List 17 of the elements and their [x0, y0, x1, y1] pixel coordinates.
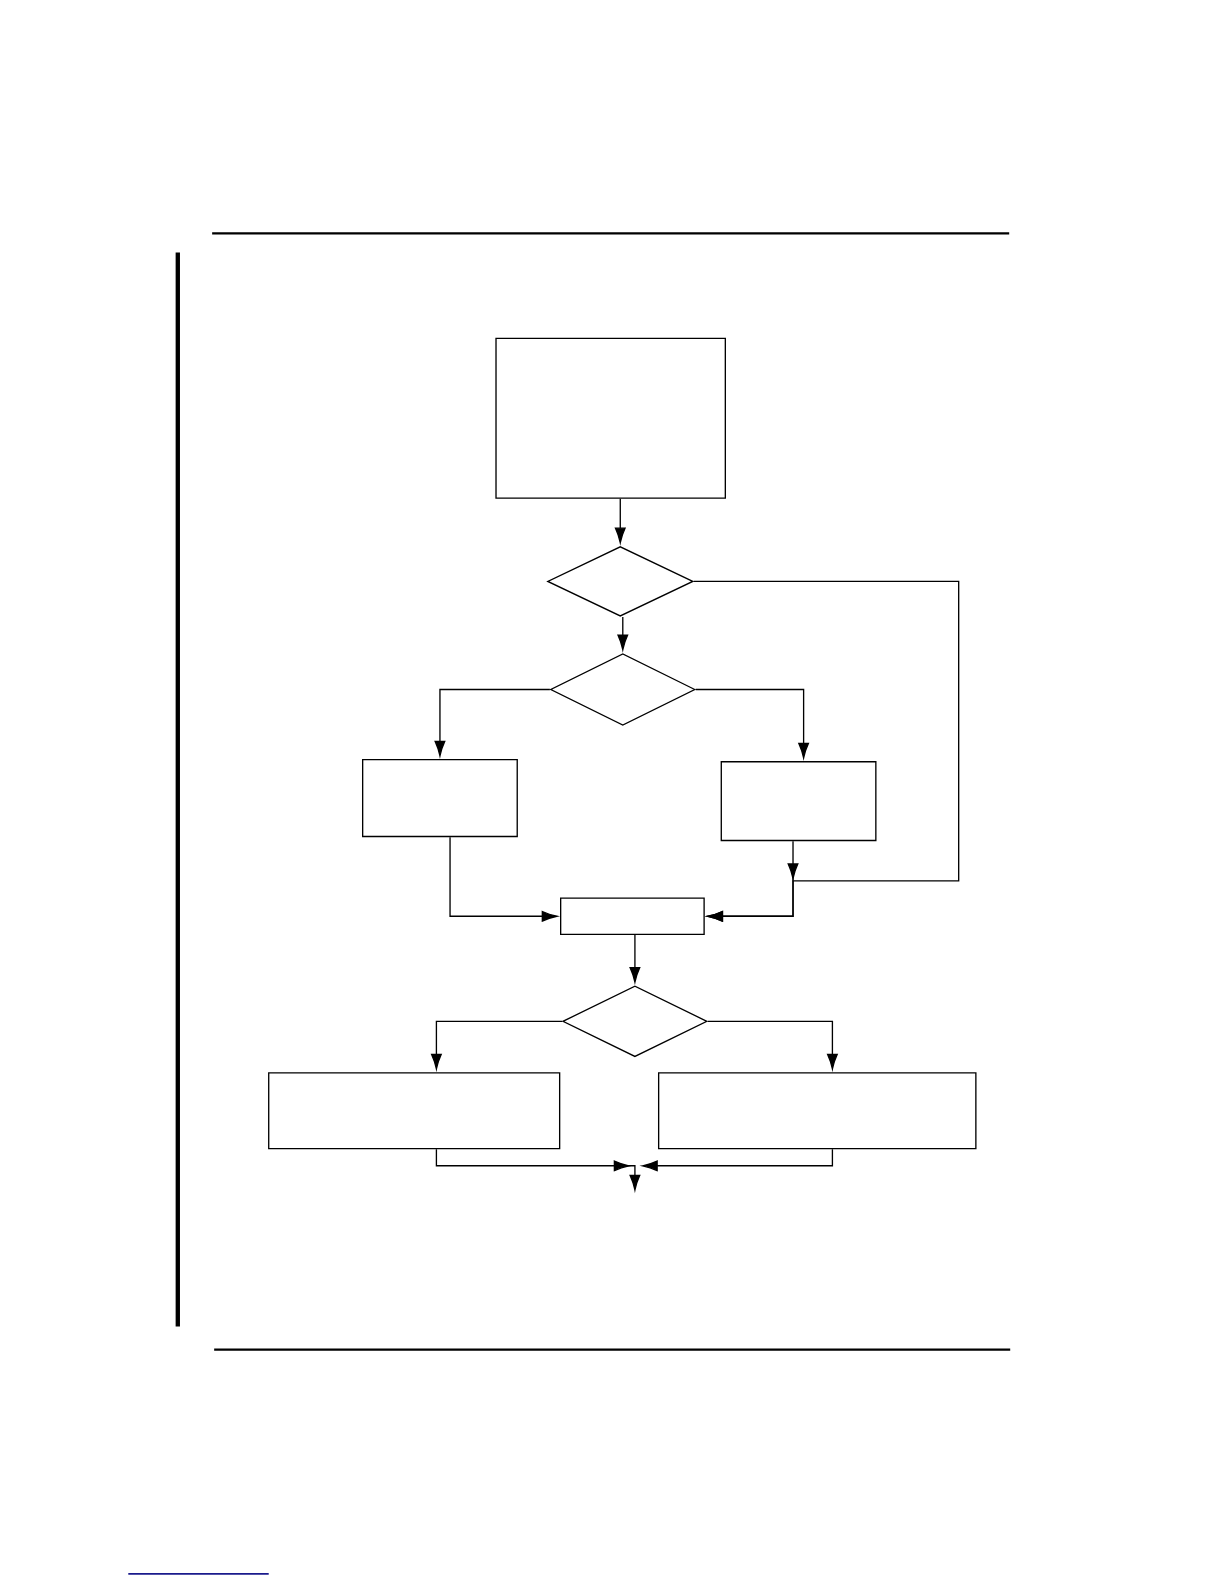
- arrow: [434, 688, 551, 757]
- process-box: [720, 761, 877, 842]
- arrow: [706, 1020, 838, 1070]
- process-box: [495, 337, 726, 499]
- arrow: [629, 934, 641, 983]
- arrow: [614, 498, 626, 544]
- process-box: [361, 759, 518, 838]
- arrow: [641, 1148, 833, 1172]
- arrow: [694, 688, 809, 759]
- arrow: [430, 1020, 563, 1070]
- process-box: [559, 897, 705, 936]
- process-box: [267, 1072, 561, 1150]
- arrow: [449, 836, 558, 922]
- process-box: [657, 1072, 977, 1150]
- arrow: [435, 1148, 641, 1191]
- arrow: [707, 840, 794, 922]
- arrow: [617, 616, 629, 651]
